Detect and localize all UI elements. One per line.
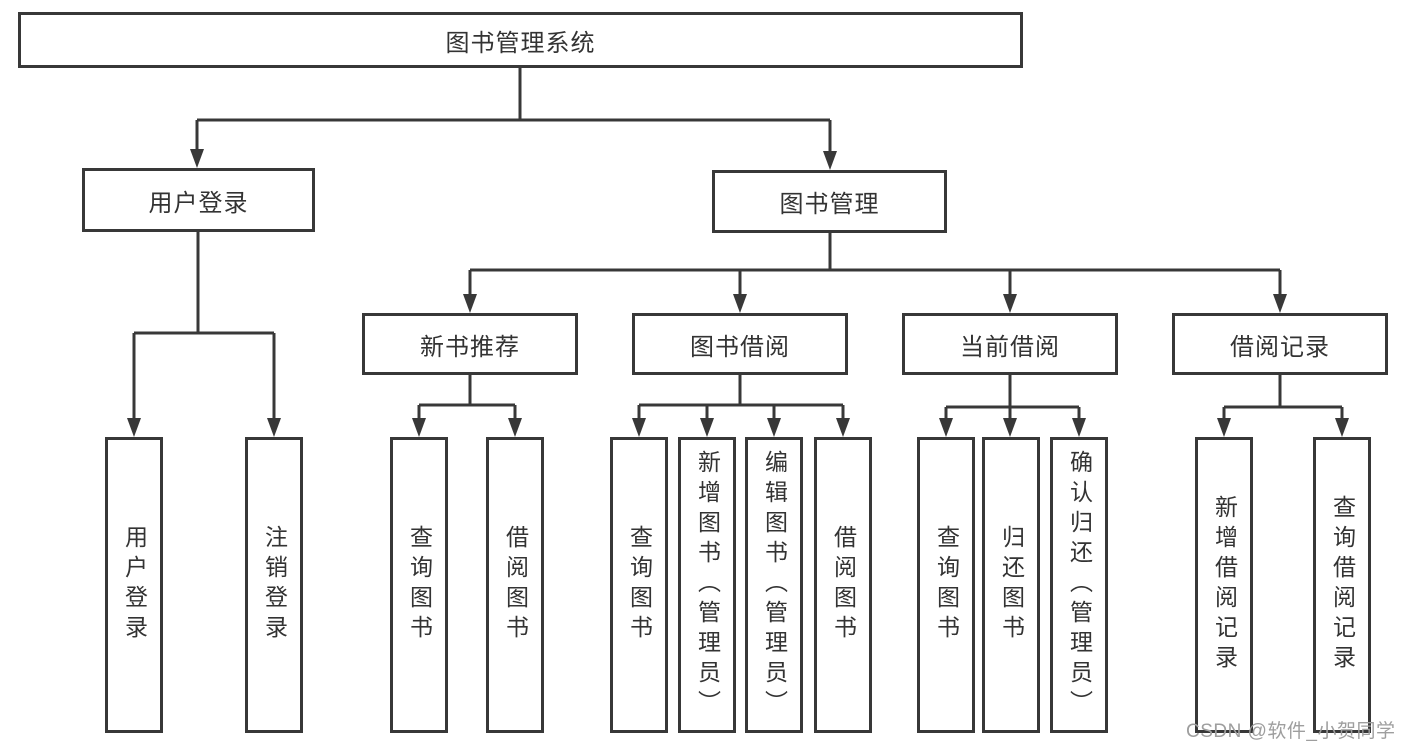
leaf-return-books: 归还图书 (982, 437, 1040, 733)
node-book-management: 图书管理 (712, 170, 947, 233)
arrowheads (127, 149, 1349, 437)
connector-records-to-children (1222, 375, 1344, 421)
leaf-borrow-books-recommend: 借阅图书 (486, 437, 544, 733)
leaf-query-borrow-record: 查询借阅记录 (1313, 437, 1371, 733)
connector-bookmgmt-to-level3 (468, 233, 1282, 297)
node-borrowing-records: 借阅记录 (1172, 313, 1388, 375)
connector-current-to-children (944, 375, 1081, 421)
leaf-add-books-admin: 新增图书（管理员） (678, 437, 736, 733)
leaf-user-login: 用户登录 (105, 437, 163, 733)
leaf-edit-books-admin: 编辑图书（管理员） (745, 437, 803, 733)
csdn-watermark: CSDN @软件_小贺同学 (1186, 721, 1396, 742)
connector-borrowing-to-children (637, 375, 845, 421)
leaf-confirm-return-admin: 确认归还（管理员） (1050, 437, 1108, 733)
node-book-borrowing: 图书借阅 (632, 313, 848, 375)
node-current-borrowing: 当前借阅 (902, 313, 1118, 375)
connector-root-to-level2 (195, 68, 832, 154)
leaf-borrow-books-borrowing: 借阅图书 (814, 437, 872, 733)
connector-newbooks-to-children (417, 375, 517, 421)
leaf-query-books-recommend: 查询图书 (390, 437, 448, 733)
leaf-query-books-current: 查询图书 (917, 437, 975, 733)
node-user-login: 用户登录 (82, 168, 315, 232)
connector-userlogin-to-children (132, 232, 276, 421)
node-library-management-system: 图书管理系统 (18, 12, 1023, 68)
leaf-query-books-borrowing: 查询图书 (610, 437, 668, 733)
leaf-add-borrow-record: 新增借阅记录 (1195, 437, 1253, 733)
node-new-book-recommend: 新书推荐 (362, 313, 578, 375)
leaf-logout: 注销登录 (245, 437, 303, 733)
